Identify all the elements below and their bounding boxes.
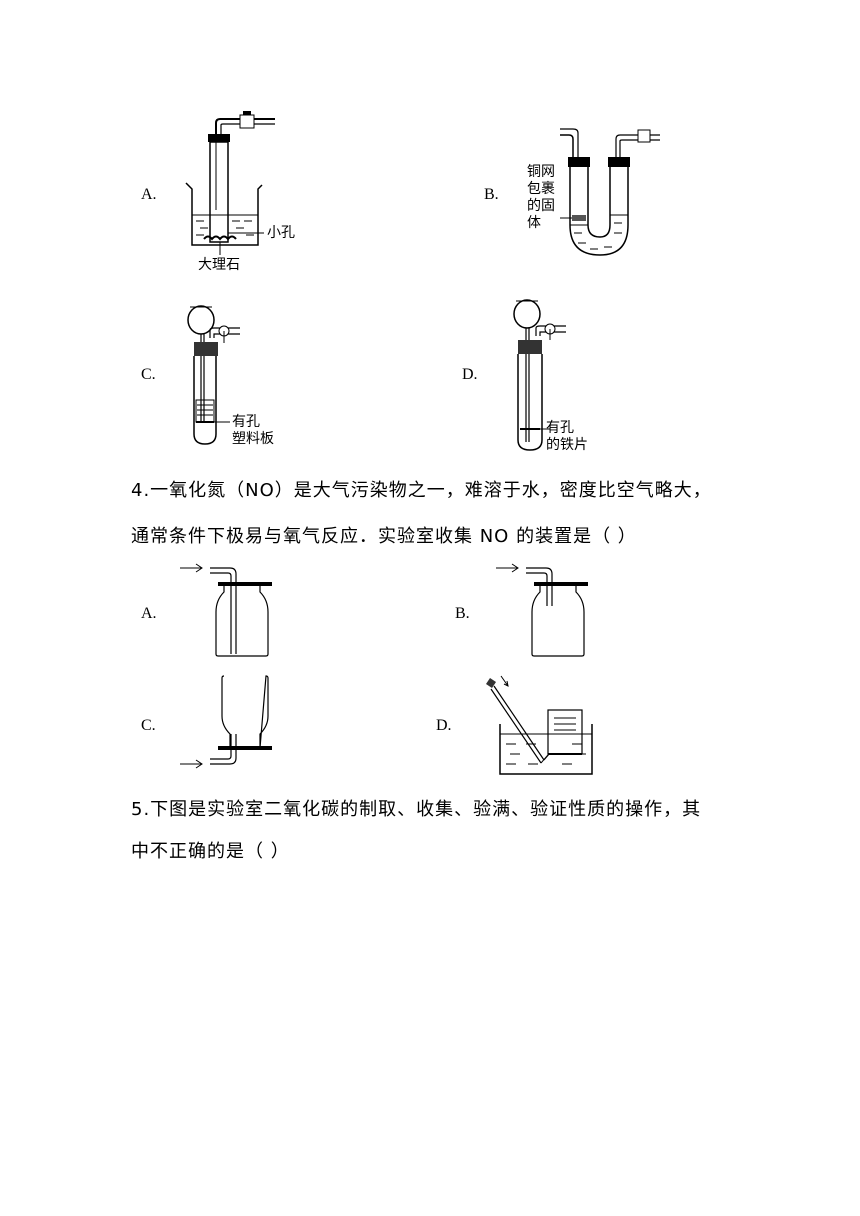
apparatus-b-diagram: [560, 128, 660, 256]
label-perforated-plastic-plate: 有孔 塑料板: [232, 414, 274, 447]
question-5-text-line2: 中不正确的是（ ）: [131, 841, 290, 862]
label-marble: 大理石: [198, 257, 240, 273]
q4-option-d-label: D.: [436, 717, 452, 734]
q4-apparatus-b-diagram: [496, 563, 588, 657]
question-4-text-line1: 4.一氧化氮（NO）是大气污染物之一，难溶于水，密度比空气略大，: [131, 480, 712, 501]
label-perforated-iron-plate: 有孔 的铁片: [546, 420, 588, 453]
q4-apparatus-d-diagram: [486, 675, 593, 775]
option-a-label: A.: [141, 186, 157, 203]
q4-option-b-label: B.: [455, 605, 470, 622]
question-5-text-line1: 5.下图是实验室二氧化碳的制取、收集、验满、验证性质的操作，其: [131, 799, 702, 820]
apparatus-c-diagram: [187, 305, 240, 445]
apparatus-d-diagram: [513, 299, 566, 451]
option-d-label: D.: [462, 366, 478, 383]
apparatus-a-diagram: [185, 111, 275, 255]
question-4-text-line2: 通常条件下极易与氧气反应．实验室收集 NO 的装置是（ ）: [131, 526, 637, 547]
label-small-hole: 小孔: [267, 225, 295, 241]
q4-option-c-label: C.: [141, 717, 156, 734]
q4-option-a-label: A.: [141, 605, 157, 622]
q4-apparatus-a-diagram: [180, 563, 272, 657]
q4-apparatus-c-diagram: [180, 675, 272, 769]
option-b-label: B.: [484, 186, 499, 203]
label-copper-mesh: 铜网 包裹 的固 体: [527, 164, 555, 231]
option-c-label: C.: [141, 366, 156, 383]
